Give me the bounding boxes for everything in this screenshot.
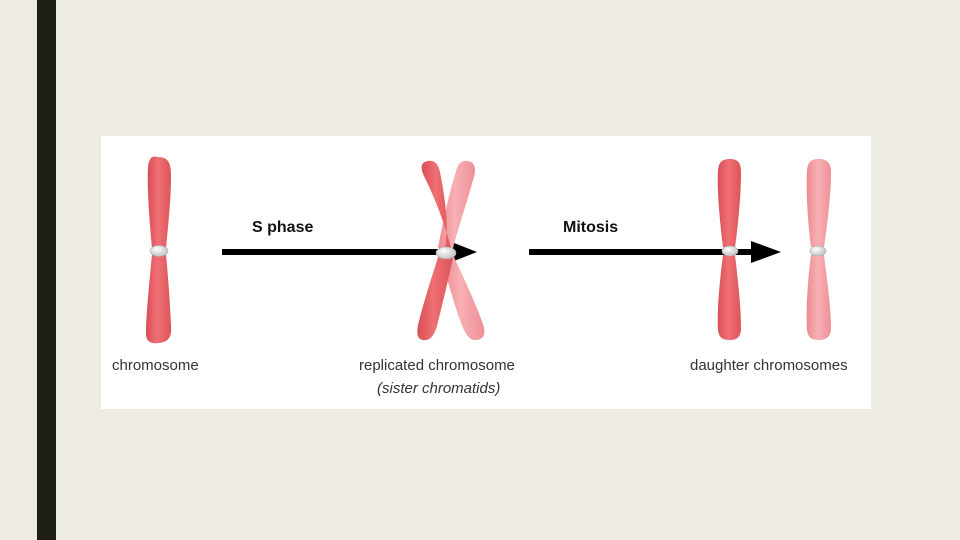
diagram-panel: S phase Mitosis chromosome replicated ch… [101, 136, 871, 409]
mitosis-arrow [529, 241, 781, 263]
daughter-chromosome-2 [807, 159, 831, 340]
centromere [436, 247, 456, 259]
replicated-chromosome-caption: replicated chromosome [359, 357, 515, 374]
centromere [722, 246, 738, 256]
chromosome-caption: chromosome [112, 357, 199, 374]
chromosome-lower-arm [718, 255, 741, 340]
s-phase-label: S phase [252, 219, 313, 237]
dark-chromatid-lower [417, 254, 453, 340]
chromosome-upper-arm [718, 159, 741, 247]
mitosis-label: Mitosis [563, 219, 618, 237]
side-accent-bar [37, 0, 56, 540]
single-chromosome [146, 156, 171, 343]
centromere [150, 246, 168, 257]
chromosome-lower-arm [807, 255, 831, 340]
daughter-chromosomes-caption: daughter chromosomes [690, 357, 848, 374]
chromosome-upper-arm [807, 159, 831, 247]
sister-chromatids-caption: (sister chromatids) [377, 380, 500, 397]
chromosome-lower-arm [146, 254, 171, 343]
centromere [810, 246, 826, 256]
chromosome-upper-arm [148, 156, 171, 248]
